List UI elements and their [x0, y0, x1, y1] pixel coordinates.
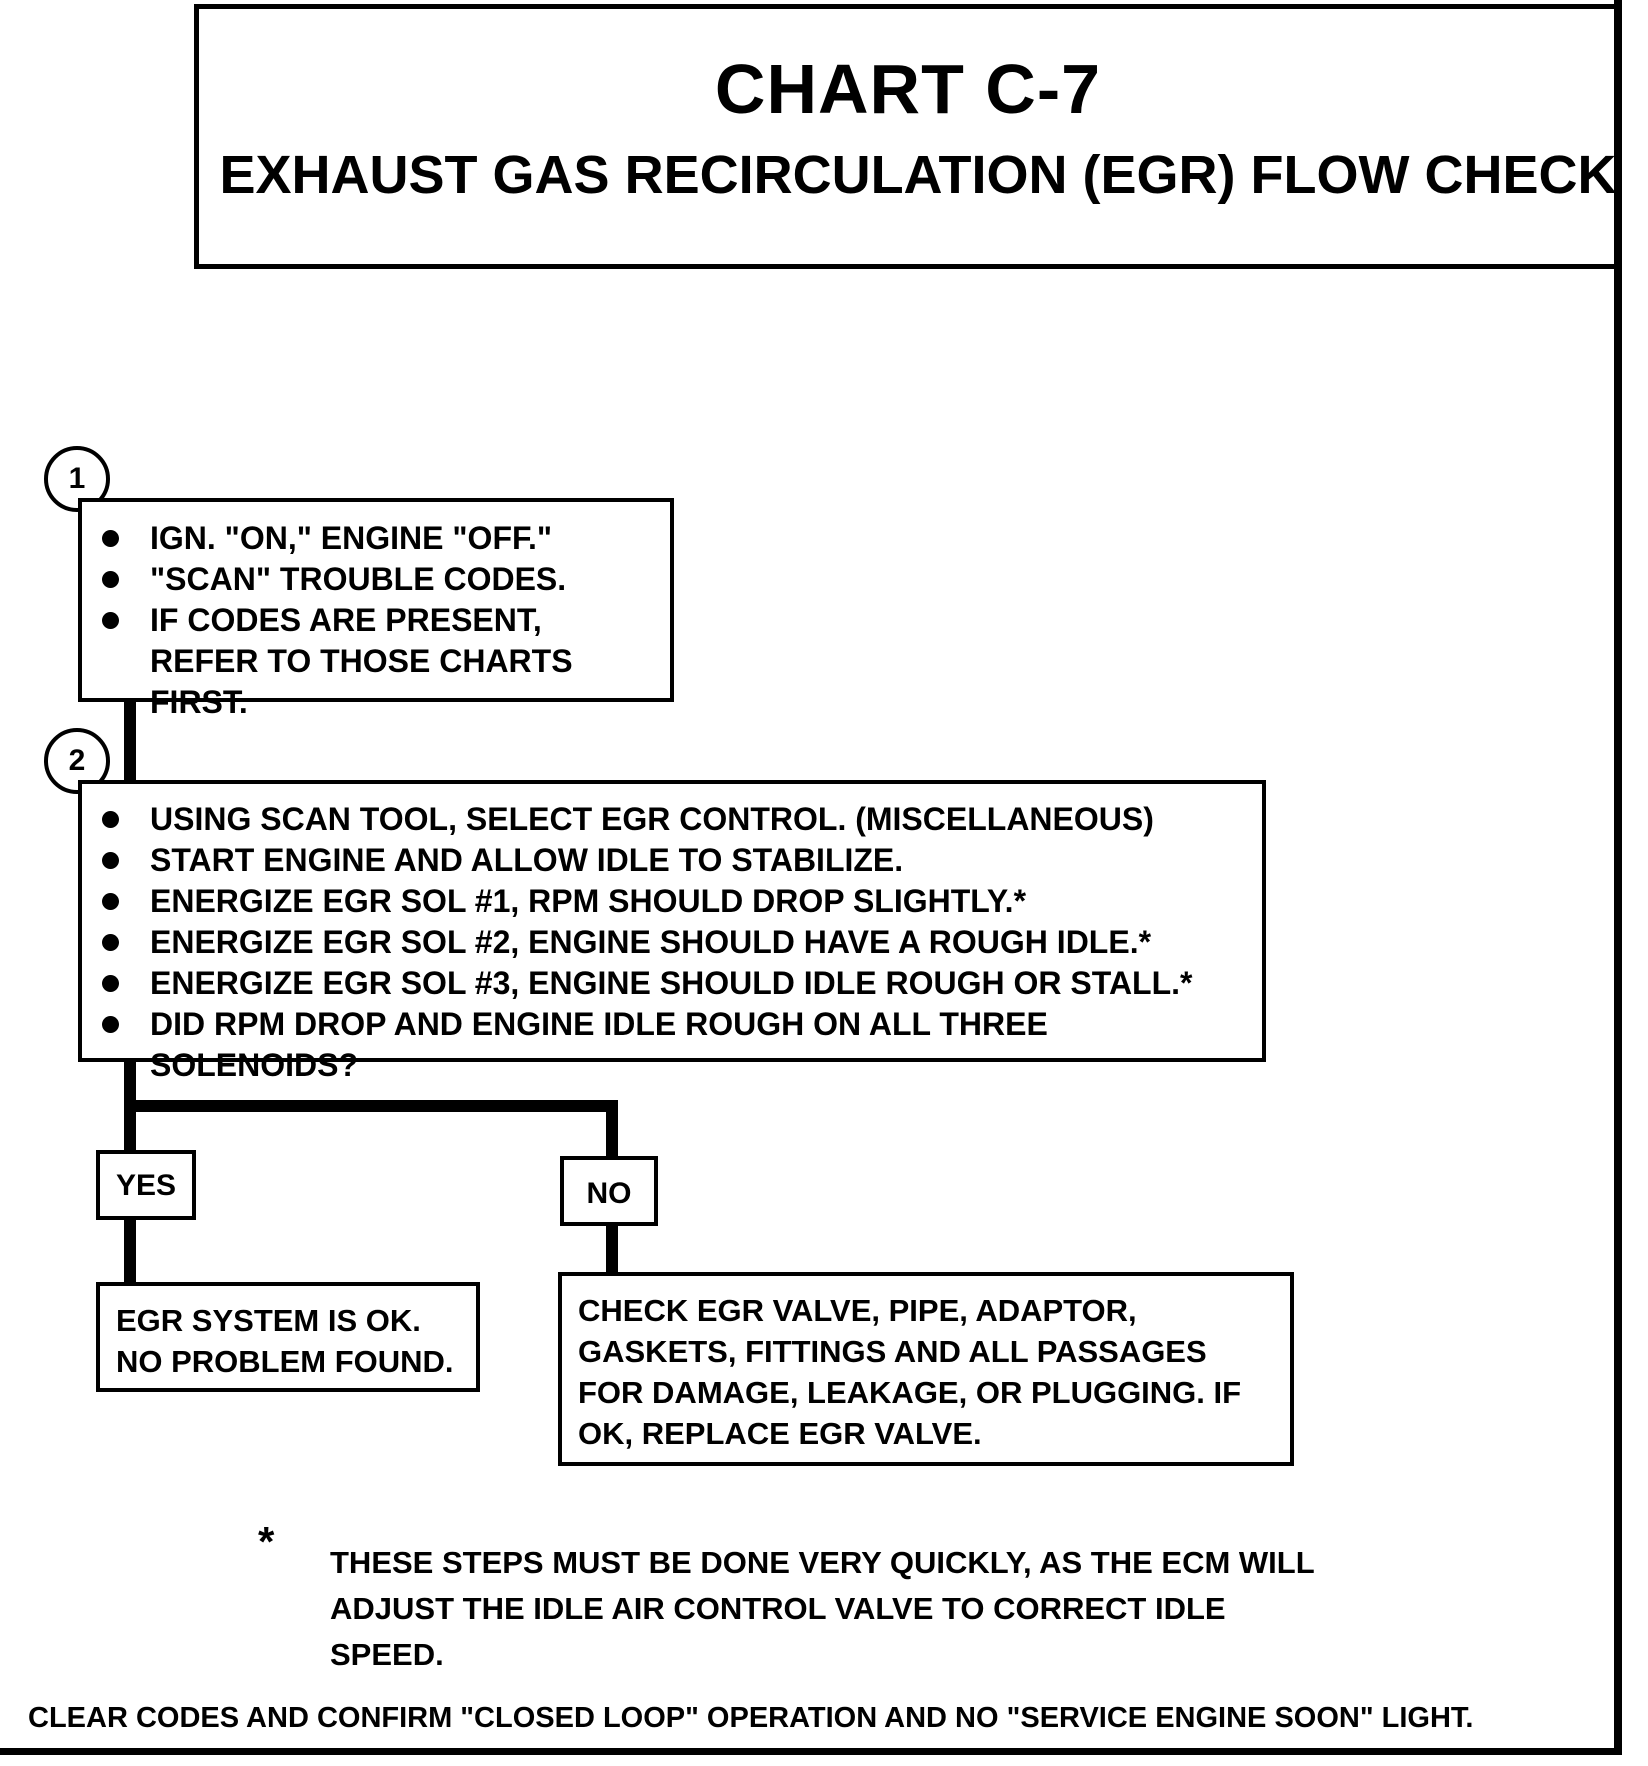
connector-no-to-result	[606, 1222, 618, 1274]
step-2-item: USING SCAN TOOL, SELECT EGR CONTROL. (MI…	[82, 799, 1262, 840]
connector-step1-to-step2	[124, 698, 136, 780]
step-1-box: IGN. "ON," ENGINE "OFF." "SCAN" TROUBLE …	[78, 498, 674, 720]
step-2-item: START ENGINE AND ALLOW IDLE TO STABILIZE…	[82, 840, 1262, 881]
connector-yes-to-result	[124, 1216, 136, 1284]
step-2-item: ENERGIZE EGR SOL #3, ENGINE SHOULD IDLE …	[82, 963, 1262, 1004]
step-1-item: IF CODES ARE PRESENT, REFER TO THOSE CHA…	[82, 600, 670, 723]
yes-label: YES	[96, 1150, 196, 1220]
footnote-marker: *	[258, 1518, 275, 1565]
step-2-item: DID RPM DROP AND ENGINE IDLE ROUGH ON AL…	[82, 1004, 1262, 1086]
step-1-marker: 1	[44, 446, 110, 512]
yes-result-box: EGR SYSTEM IS OK. NO PROBLEM FOUND.	[96, 1282, 480, 1392]
footer-instruction: CLEAR CODES AND CONFIRM "CLOSED LOOP" OP…	[28, 1702, 1474, 1734]
title-box: CHART C-7 EXHAUST GAS RECIRCULATION (EGR…	[194, 4, 1622, 269]
step-2-box: USING SCAN TOOL, SELECT EGR CONTROL. (MI…	[78, 780, 1266, 1083]
connector-no-down	[606, 1100, 618, 1158]
page-border	[0, 0, 1622, 1755]
no-label: NO	[560, 1156, 658, 1226]
chart-id: CHART C-7	[714, 50, 1102, 128]
step-2-item: ENERGIZE EGR SOL #1, RPM SHOULD DROP SLI…	[82, 881, 1262, 922]
step-1-list: IGN. "ON," ENGINE "OFF." "SCAN" TROUBLE …	[82, 518, 670, 723]
connector-branch-horizontal	[124, 1100, 618, 1112]
no-result-box: CHECK EGR VALVE, PIPE, ADAPTOR, GASKETS,…	[558, 1272, 1294, 1466]
step-1-item: IGN. "ON," ENGINE "OFF."	[82, 518, 670, 559]
step-2-item: ENERGIZE EGR SOL #2, ENGINE SHOULD HAVE …	[82, 922, 1262, 963]
chart-subtitle: EXHAUST GAS RECIRCULATION (EGR) FLOW CHE…	[219, 145, 1617, 205]
step-2-list: USING SCAN TOOL, SELECT EGR CONTROL. (MI…	[82, 799, 1262, 1086]
footnote-text: THESE STEPS MUST BE DONE VERY QUICKLY, A…	[330, 1545, 1315, 1672]
step-1-item: "SCAN" TROUBLE CODES.	[82, 559, 670, 600]
